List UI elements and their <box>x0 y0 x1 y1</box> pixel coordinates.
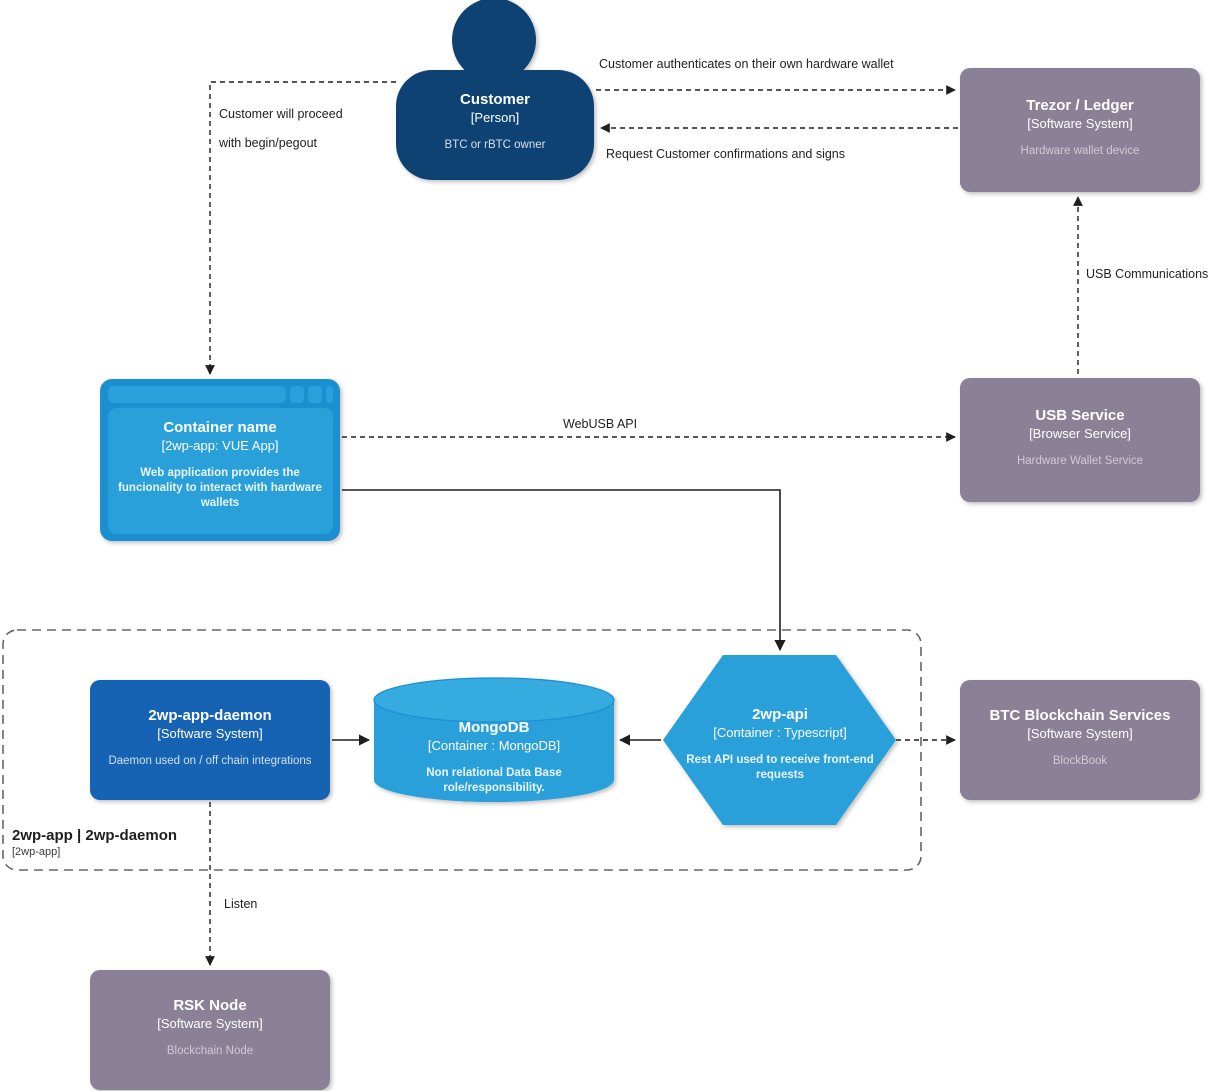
node-2wp-api-tech: [Container : Typescript] <box>713 725 847 740</box>
node-daemon-shape <box>90 680 330 800</box>
node-daemon-tech: [Software System] <box>157 726 263 741</box>
node-btc-blockchain-desc: BlockBook <box>1052 755 1108 767</box>
node-rsk-node[interactable]: RSK Node [Software System] Blockchain No… <box>90 996 330 1059</box>
node-2wp-api-title: 2wp-api <box>752 706 808 723</box>
node-2wp-api-desc: Rest API used to receive front-end reque… <box>686 754 874 781</box>
node-daemon[interactable]: 2wp-app-daemon [Software System] Daemon … <box>90 706 330 769</box>
node-trezor-ledger-tech: [Software System] <box>1027 116 1133 131</box>
node-trezor-ledger-shape <box>960 68 1200 192</box>
node-daemon-desc: Daemon used on / off chain integrations <box>108 755 312 767</box>
node-btc-blockchain-title: BTC Blockchain Services <box>989 707 1171 724</box>
node-container-name-shape <box>100 379 340 541</box>
node-customer-tech: [Person] <box>470 110 520 125</box>
boundary-box <box>2 629 922 871</box>
node-mongodb-title: MongoDB <box>458 719 530 736</box>
node-customer[interactable]: Customer [Person] BTC or rBTC owner <box>396 90 594 153</box>
node-usb-service-tech: [Browser Service] <box>1029 426 1131 441</box>
node-mongodb[interactable]: MongoDB [Container : MongoDB] Non relati… <box>376 718 612 796</box>
node-mongodb-shape <box>373 677 615 802</box>
node-usb-service-shape <box>960 378 1200 502</box>
node-usb-service-desc: Hardware Wallet Service <box>1016 455 1144 467</box>
node-btc-blockchain[interactable]: BTC Blockchain Services [Software System… <box>960 706 1200 769</box>
edge-label-customer-to-container-line1: Customer will proceed <box>219 107 343 121</box>
node-customer-desc: BTC or rBTC owner <box>444 139 546 151</box>
node-container-name-tech: [2wp-app: VUE App] <box>161 438 279 453</box>
node-trezor-ledger-desc: Hardware wallet device <box>1020 145 1140 157</box>
node-rsk-node-title: RSK Node <box>173 997 247 1014</box>
boundary-label: 2wp-app | 2wp-daemon [2wp-app] <box>12 826 177 860</box>
node-customer-title: Customer <box>459 91 530 108</box>
node-usb-service-title: USB Service <box>1035 407 1125 424</box>
node-usb-service[interactable]: USB Service [Browser Service] Hardware W… <box>960 406 1200 469</box>
node-2wp-api[interactable]: 2wp-api [Container : Typescript] Rest AP… <box>668 705 892 783</box>
edge-label-usb-to-trezor: USB Communications <box>1086 267 1209 281</box>
node-mongodb-desc: Non relational Data Base role/responsibi… <box>426 767 562 794</box>
edge-container-to-api <box>342 489 786 652</box>
boundary-tech: [2wp-app] <box>12 846 61 858</box>
node-container-name[interactable]: Container name [2wp-app: VUE App] Web ap… <box>104 418 336 511</box>
node-trezor-ledger-title: Trezor / Ledger <box>1026 97 1134 114</box>
edge-label-trezor-to-customer: Request Customer confirmations and signs <box>606 147 846 161</box>
node-daemon-title: 2wp-app-daemon <box>148 707 272 724</box>
edge-label-daemon-to-rsk: Listen <box>224 897 258 911</box>
edge-label-container-to-usb: WebUSB API <box>563 417 638 431</box>
edge-customer-to-container <box>205 81 396 375</box>
node-rsk-node-desc: Blockchain Node <box>166 1045 254 1057</box>
node-container-name-desc: Web application provides the funcionalit… <box>118 467 322 509</box>
node-trezor-ledger[interactable]: Trezor / Ledger [Software System] Hardwa… <box>960 96 1200 159</box>
edge-label-customer-to-trezor: Customer authenticates on their own hard… <box>599 57 894 71</box>
node-btc-blockchain-shape <box>960 680 1200 800</box>
node-rsk-node-tech: [Software System] <box>157 1016 263 1031</box>
node-container-name-title: Container name <box>163 419 277 436</box>
node-customer-shape <box>396 0 594 180</box>
node-rsk-node-shape <box>90 970 330 1090</box>
edge-label-customer-to-container-line2: with begin/pegout <box>219 136 317 150</box>
boundary-title: 2wp-app | 2wp-daemon <box>12 827 178 844</box>
node-btc-blockchain-tech: [Software System] <box>1027 726 1133 741</box>
node-2wp-api-shape <box>663 655 896 825</box>
node-mongodb-tech: [Container : MongoDB] <box>427 738 561 753</box>
